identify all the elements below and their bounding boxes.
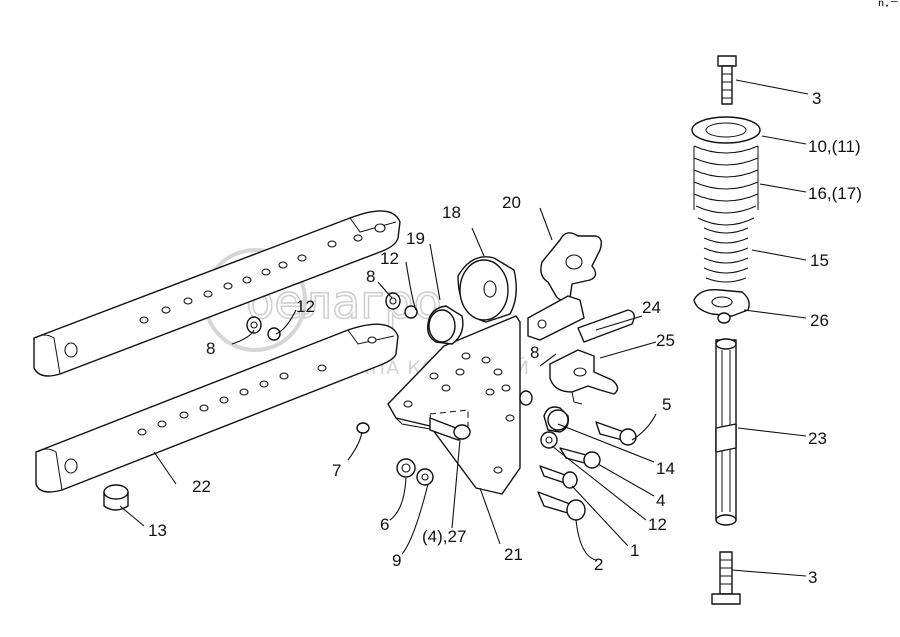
roller-18: [457, 256, 517, 323]
label-12-top: 12: [380, 249, 399, 268]
label-8-top: 8: [366, 267, 375, 286]
nut-7: [356, 422, 370, 434]
label-8-left: 8: [206, 339, 215, 358]
spring-cup-10: [691, 116, 761, 144]
lower-link-arm: [35, 323, 399, 493]
label-19: 19: [406, 229, 425, 248]
label-16-17: 16,(17): [808, 184, 862, 203]
label-4-27: (4),27: [422, 527, 466, 546]
bolt-3-bottom: [719, 551, 733, 595]
nut-8-plate: [519, 390, 533, 406]
label-15: 15: [810, 251, 829, 270]
washer-12-top: [404, 305, 418, 319]
bolt-3-top: [717, 55, 737, 67]
leader-lines: [119, 79, 809, 577]
label-20: 20: [502, 193, 521, 212]
label-3-bottom: 3: [808, 568, 817, 587]
spring-rod-23: [715, 338, 737, 526]
label-13: 13: [148, 521, 167, 540]
outer-spring-16: [693, 145, 759, 226]
star-knob-20: [527, 232, 603, 341]
label-23: 23: [808, 429, 827, 448]
label-21: 21: [504, 545, 523, 564]
label-18: 18: [442, 203, 461, 222]
label-26: 26: [810, 311, 829, 330]
label-8-plate: 8: [530, 343, 539, 362]
bracket-plate-21: [387, 315, 521, 495]
roller-19: [426, 305, 464, 345]
callout-labels: 3 10,(11) 16,(17) 15 26 23 3 20 18 19 12…: [148, 89, 862, 587]
label-14: 14: [656, 459, 675, 478]
upper-link-arm: [33, 210, 401, 377]
bushing-13: [103, 484, 129, 511]
spring-assembly: [691, 55, 761, 605]
label-12-left: 12: [296, 297, 315, 316]
label-22: 22: [192, 477, 211, 496]
label-7: 7: [332, 461, 341, 480]
hardware-group: [246, 292, 637, 521]
label-3-top: 3: [812, 89, 821, 108]
label-5: 5: [662, 395, 671, 414]
latch-25: [549, 349, 619, 405]
label-24: 24: [642, 298, 661, 317]
inner-spring-15: [703, 227, 749, 283]
label-10-11: 10,(11): [808, 137, 861, 156]
pin-24: [577, 309, 635, 343]
label-2: 2: [594, 555, 603, 574]
label-9: 9: [392, 551, 401, 570]
label-12-plate: 12: [648, 515, 667, 534]
corner-mark: ⁿ·⁻⁻: [878, 0, 900, 14]
label-1: 1: [630, 541, 639, 560]
label-25: 25: [656, 331, 675, 350]
label-6: 6: [380, 515, 389, 534]
label-4: 4: [656, 491, 665, 510]
washer-12-left: [267, 327, 281, 341]
